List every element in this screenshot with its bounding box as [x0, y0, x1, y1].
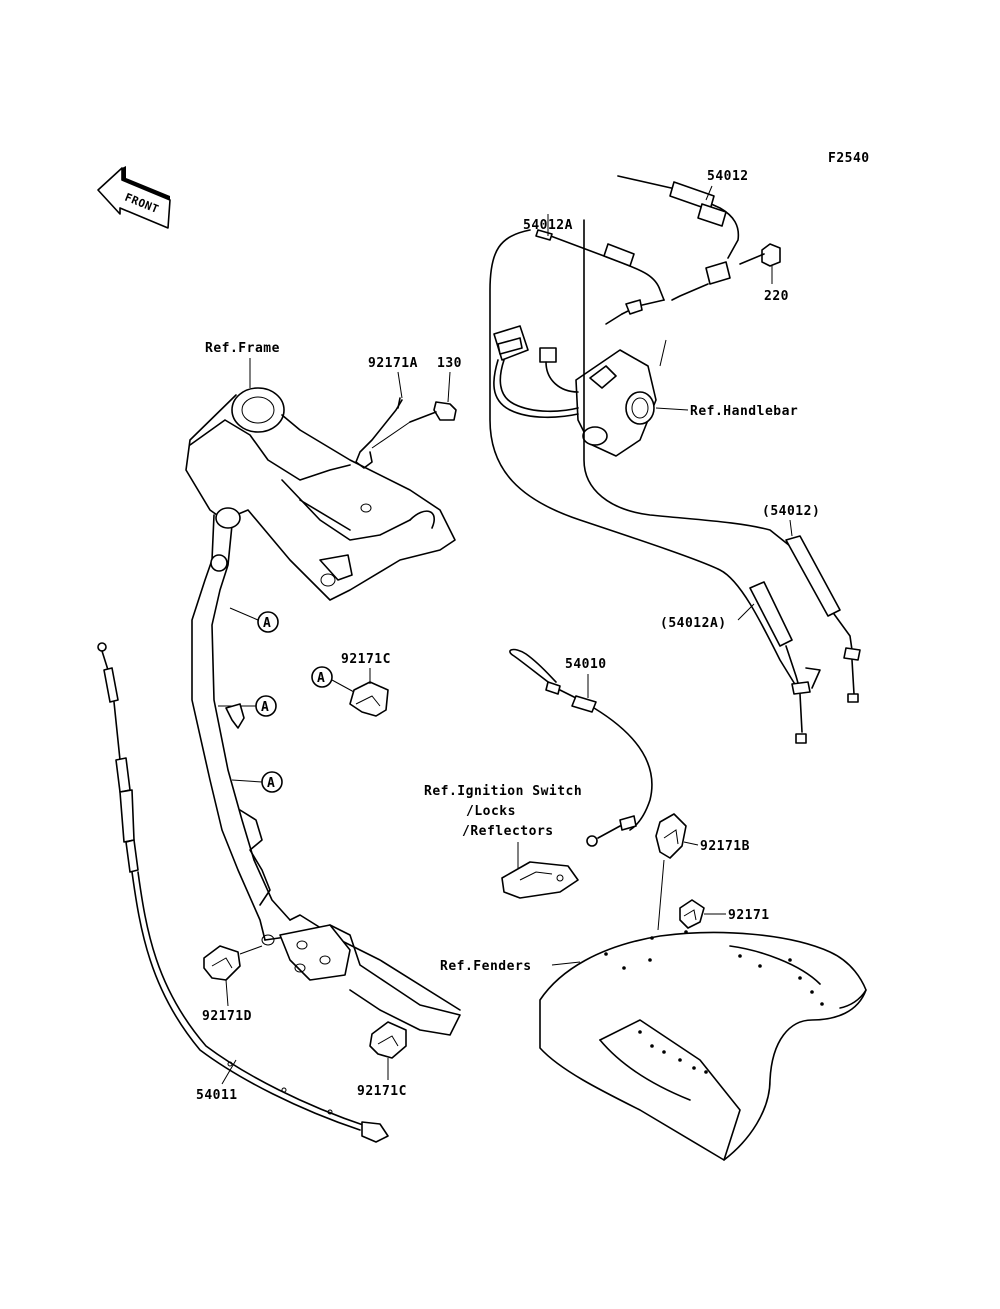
svg-text:A: A	[261, 700, 269, 715]
cable-54010	[509, 648, 653, 847]
ignition-switch-bracket	[501, 861, 579, 899]
switch-harness	[493, 325, 579, 419]
part-54012-alt: (54012)	[762, 504, 820, 519]
cable-run-54012A	[489, 229, 797, 687]
ref-ignition-label-3: /Reflectors	[462, 824, 554, 839]
cable-54011	[97, 642, 389, 1143]
part-54012: 54012	[707, 169, 749, 184]
figure-code: F2540	[828, 151, 870, 166]
part-54010: 54010	[565, 657, 607, 672]
cable-54012-lower-end	[785, 535, 861, 703]
part-54012A-alt: (54012A)	[660, 616, 727, 631]
ref-frame-label: Ref.Frame	[205, 341, 280, 356]
svg-text:A: A	[317, 671, 325, 686]
part-54011: 54011	[196, 1088, 238, 1103]
cable-54012	[617, 175, 740, 301]
frame-clip	[225, 703, 245, 729]
callout-a-2: A	[218, 695, 277, 717]
clamp-92171C-bottom	[369, 1021, 407, 1059]
ref-ignition-label-2: /Locks	[466, 804, 516, 819]
handlebar-switch	[539, 347, 657, 457]
clamp-92171	[679, 899, 705, 929]
rear-fender	[539, 930, 867, 1161]
part-92171C-bottom: 92171C	[357, 1084, 407, 1099]
part-92171B: 92171B	[700, 839, 750, 854]
clamp-92171A	[355, 397, 403, 469]
part-220: 220	[764, 289, 789, 304]
part-92171: 92171	[728, 908, 770, 923]
callout-a-4: A	[311, 666, 333, 688]
frame-assembly	[185, 387, 461, 1036]
bolt-130	[371, 401, 457, 449]
front-arrow-icon: FRONT	[97, 166, 171, 229]
part-92171C-top: 92171C	[341, 652, 391, 667]
svg-text:A: A	[263, 616, 271, 631]
ref-ignition-label-1: Ref.Ignition Switch	[424, 784, 582, 799]
part-92171A: 92171A	[368, 356, 418, 371]
part-92171D: 92171D	[202, 1009, 252, 1024]
ref-fenders-label: Ref.Fenders	[440, 959, 532, 974]
clamp-92171B	[655, 813, 687, 859]
callout-a-3: A	[231, 771, 283, 793]
part-130: 130	[437, 356, 462, 371]
ref-handlebar-label: Ref.Handlebar	[690, 404, 798, 419]
cable-run-54012	[583, 219, 791, 547]
clamp-92171C-top	[331, 679, 389, 717]
svg-text:A: A	[267, 776, 275, 791]
cable-54012A-lower-end	[749, 581, 821, 744]
callout-a-1: A	[229, 607, 279, 633]
cable-54012A	[535, 229, 665, 325]
bolt-220	[739, 243, 781, 267]
clamp-92171D	[203, 945, 263, 981]
